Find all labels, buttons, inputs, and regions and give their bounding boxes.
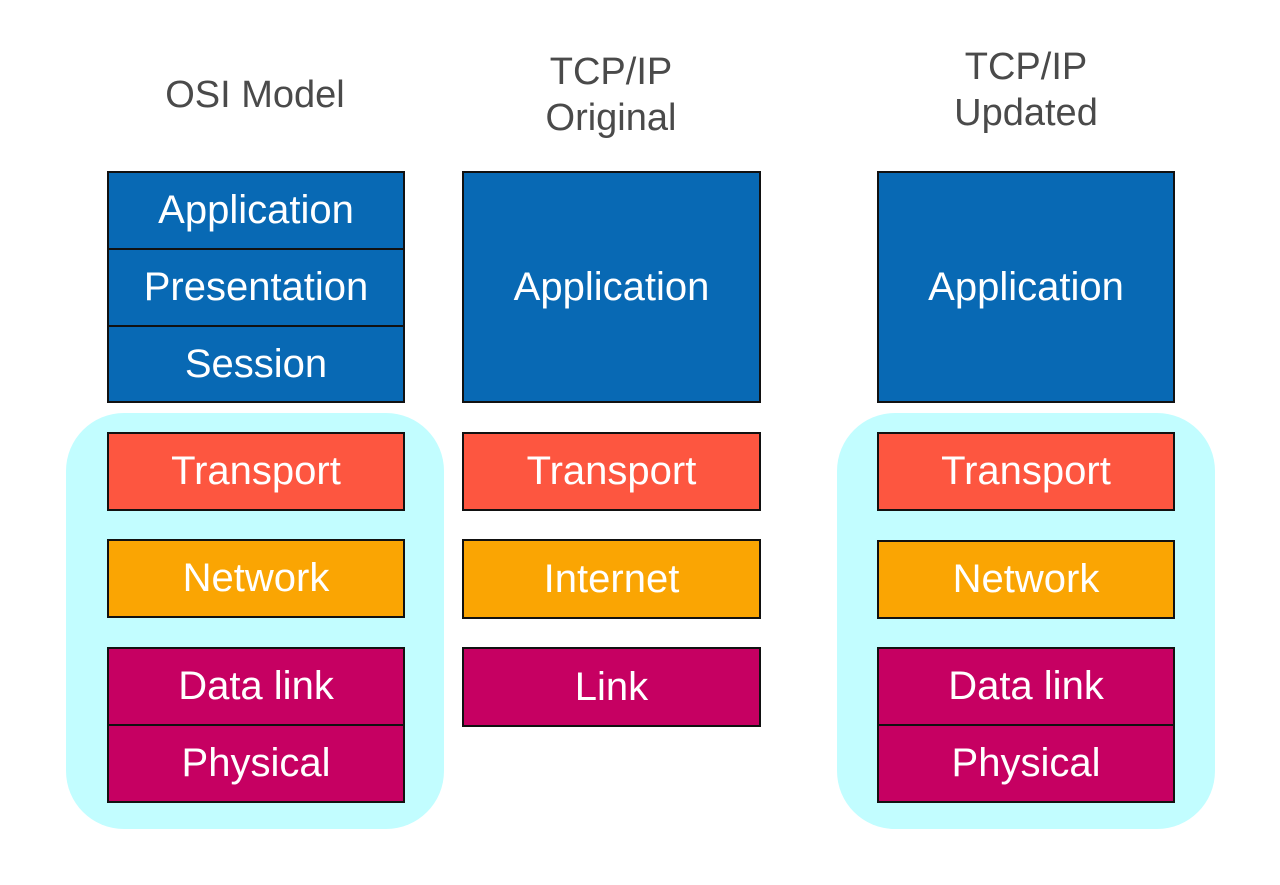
osi-column-title: OSI Model: [165, 74, 345, 116]
tcpip-updated-transport-layer: Transport: [877, 432, 1175, 511]
tcpip-updated-network-layer: Network: [877, 540, 1175, 619]
osi-physical-layer: Physical: [107, 724, 405, 803]
osi-presentation-layer: Presentation: [107, 248, 405, 327]
osi-transport-layer: Transport: [107, 432, 405, 511]
osi-data-link-layer: Data link: [107, 647, 405, 726]
tcpip-original-application-layer: Application: [462, 171, 761, 403]
tcpip-original-column-title: TCP/IP Original: [545, 51, 677, 139]
tcpip-updated-column-title: TCP/IP Updated: [954, 46, 1098, 134]
tcpip-original-transport-layer: Transport: [462, 432, 761, 511]
tcpip-original-internet-layer: Internet: [462, 539, 761, 619]
osi-session-layer: Session: [107, 325, 405, 403]
osi-application-layer: Application: [107, 171, 405, 250]
tcpip-updated-application-layer: Application: [877, 171, 1175, 403]
osi-network-layer: Network: [107, 539, 405, 618]
tcpip-updated-physical-layer: Physical: [877, 724, 1175, 803]
tcpip-original-link-layer: Link: [462, 647, 761, 727]
tcpip-updated-data-link-layer: Data link: [877, 647, 1175, 726]
